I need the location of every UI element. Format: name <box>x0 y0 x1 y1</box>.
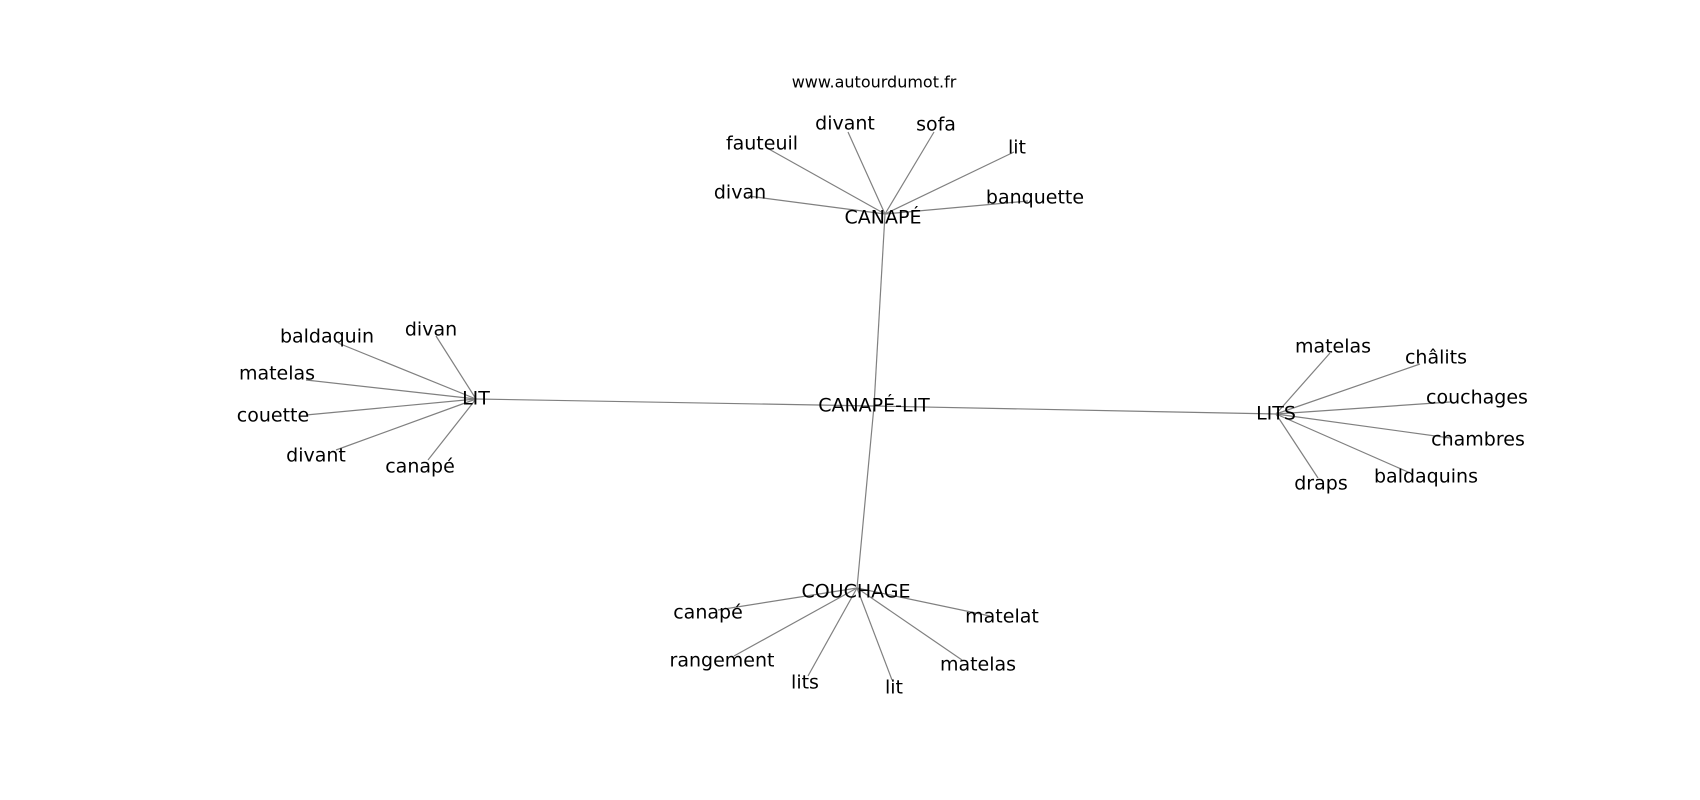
node-leaf-canape[interactable]: lit <box>1008 137 1026 159</box>
node-leaf-canape[interactable]: sofa <box>916 114 956 136</box>
edge-canape-leaf <box>884 151 1015 215</box>
node-leaf-lit[interactable]: divan <box>405 319 457 341</box>
edge-couchage-leaf <box>717 587 858 611</box>
node-leaf-lits[interactable]: couchages <box>1426 387 1528 409</box>
edge-lit-leaf <box>337 342 477 400</box>
node-leaf-couchage[interactable]: matelat <box>965 606 1039 628</box>
nodes-layer: CANAPÉ-LIT CANAPÉ divant sofa fauteuil lit div… <box>237 113 1528 699</box>
edge-lits-leaf <box>1275 352 1331 415</box>
edge-couchage-leaf <box>807 587 858 677</box>
edge-lits-leaf <box>1275 401 1451 415</box>
node-leaf-lits[interactable]: matelas <box>1295 336 1371 358</box>
node-hub-lits[interactable]: LITS <box>1256 403 1296 425</box>
edge-lit-leaf <box>427 398 477 461</box>
node-hub-lit[interactable]: LIT <box>462 388 490 410</box>
edge-couchage-leaf <box>733 587 858 657</box>
node-leaf-lits[interactable]: draps <box>1294 473 1347 495</box>
node-leaf-lit[interactable]: baldaquin <box>280 326 374 348</box>
edge-couchage-leaf <box>856 587 963 661</box>
node-hub-canape[interactable]: CANAPÉ <box>845 206 922 229</box>
edge-canape-leaf <box>847 131 886 215</box>
edge-lit-leaf <box>335 398 477 451</box>
edge-canape-leaf <box>884 200 1029 215</box>
node-leaf-couchage[interactable]: canapé <box>673 602 743 624</box>
edge-center-lit <box>475 398 875 407</box>
edge-lit-leaf <box>435 335 477 400</box>
node-hub-couchage[interactable]: COUCHAGE <box>801 581 910 603</box>
node-leaf-lits[interactable]: chambres <box>1431 429 1525 451</box>
edge-couchage-leaf <box>856 587 991 617</box>
edge-center-canape <box>873 213 886 407</box>
edges-layer <box>305 131 1451 681</box>
node-leaf-couchage[interactable]: lit <box>885 677 903 699</box>
node-leaf-couchage[interactable]: lits <box>791 672 819 694</box>
node-leaf-lit[interactable]: canapé <box>385 456 455 478</box>
node-leaf-canape[interactable]: divant <box>815 113 875 135</box>
edge-canape-leaf <box>884 131 935 215</box>
edge-lit-leaf <box>305 398 477 416</box>
edge-lits-leaf <box>1275 413 1451 439</box>
edge-center-lits <box>873 405 1277 415</box>
edge-lits-leaf <box>1275 363 1421 415</box>
node-leaf-lit[interactable]: couette <box>237 405 309 427</box>
edge-canape-leaf <box>747 195 886 215</box>
node-leaf-canape[interactable]: fauteuil <box>726 133 798 155</box>
edge-canape-leaf <box>766 147 886 215</box>
edge-lits-leaf <box>1275 413 1319 479</box>
edge-lits-leaf <box>1275 413 1409 473</box>
edge-center-couchage <box>856 405 875 589</box>
node-center[interactable]: CANAPÉ-LIT <box>818 394 930 417</box>
node-leaf-lits[interactable]: châlits <box>1405 347 1467 369</box>
node-leaf-lit[interactable]: divant <box>286 445 346 467</box>
node-leaf-lit[interactable]: matelas <box>239 363 315 385</box>
node-leaf-lits[interactable]: baldaquins <box>1374 466 1478 488</box>
node-leaf-couchage[interactable]: rangement <box>670 650 775 672</box>
node-leaf-canape[interactable]: divan <box>714 182 766 204</box>
edge-couchage-leaf <box>856 587 893 681</box>
node-leaf-couchage[interactable]: matelas <box>940 654 1016 676</box>
node-leaf-canape[interactable]: banquette <box>986 187 1084 209</box>
site-label[interactable]: www.autourdumot.fr <box>792 73 957 92</box>
edge-lit-leaf <box>305 379 477 400</box>
